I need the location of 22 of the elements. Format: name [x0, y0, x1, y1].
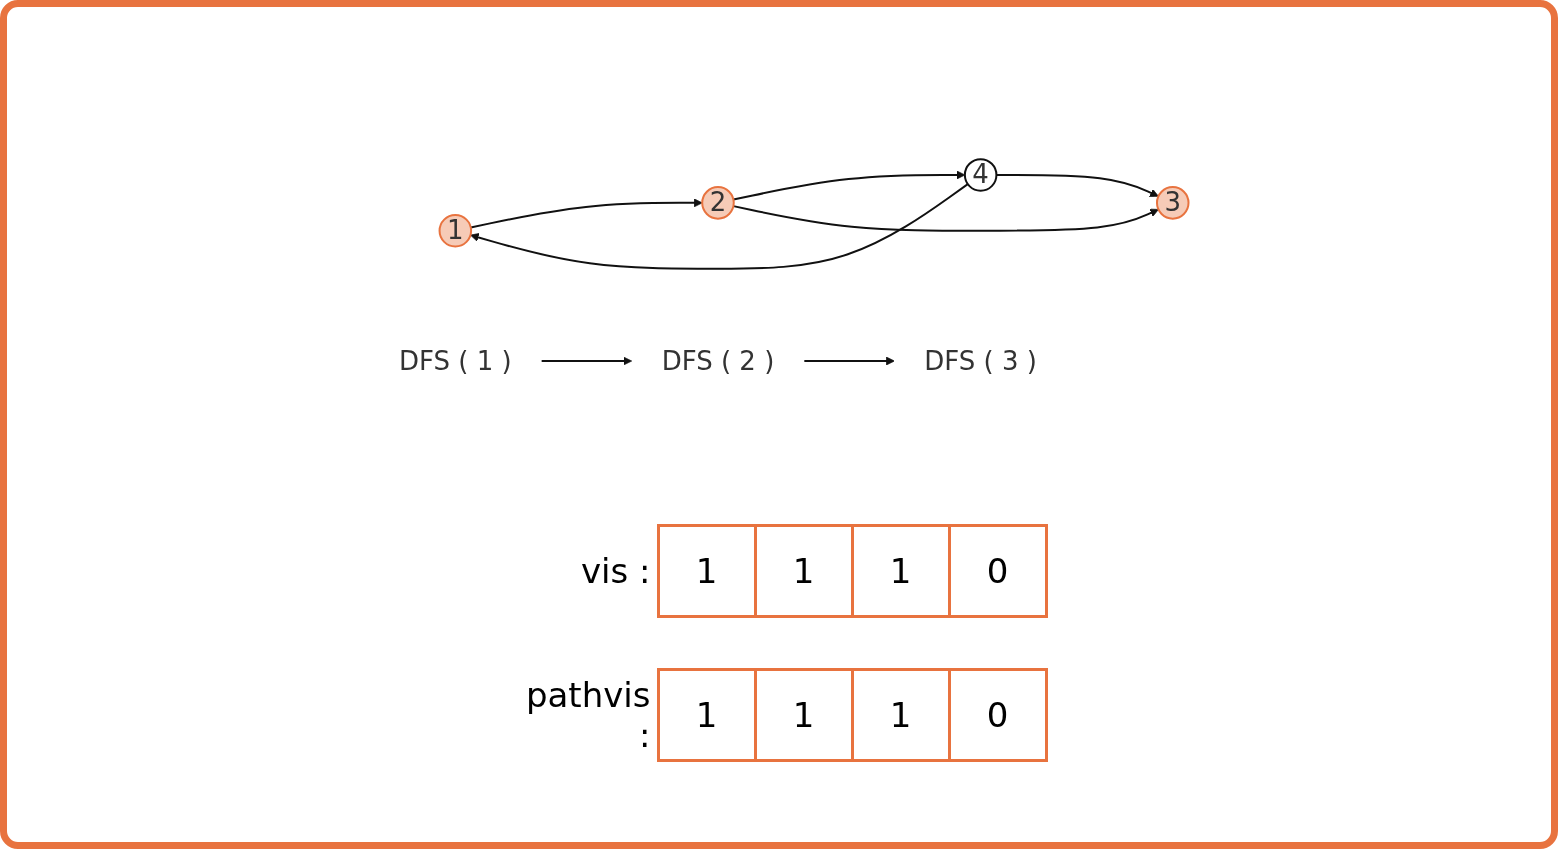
array-cell: 1	[659, 671, 757, 759]
array-cell: 1	[756, 527, 854, 615]
array-cell: 1	[659, 527, 757, 615]
node-circle: 1	[438, 214, 473, 248]
node-text: DFS ( 1 )	[399, 345, 512, 376]
arrow	[732, 205, 1160, 232]
arrow	[470, 198, 703, 229]
array-cell: 1	[853, 671, 951, 759]
arrow	[803, 356, 895, 366]
node-circle: 3	[1156, 186, 1190, 220]
array-cell-text: 0	[985, 694, 1010, 737]
array-label: vis :	[579, 551, 652, 591]
array-cell: 1	[853, 527, 951, 615]
node-circle: 2	[701, 186, 735, 220]
node-text: DFS ( 3 )	[924, 345, 1038, 376]
array-label: pathvis :	[524, 675, 652, 755]
node-text: DFS ( 2 )	[661, 345, 775, 376]
array-cell: 1	[756, 671, 854, 759]
arrow	[540, 356, 633, 366]
array-cell-text: 0	[985, 550, 1010, 593]
node-circle: 4	[964, 158, 998, 192]
arrow	[732, 170, 966, 201]
